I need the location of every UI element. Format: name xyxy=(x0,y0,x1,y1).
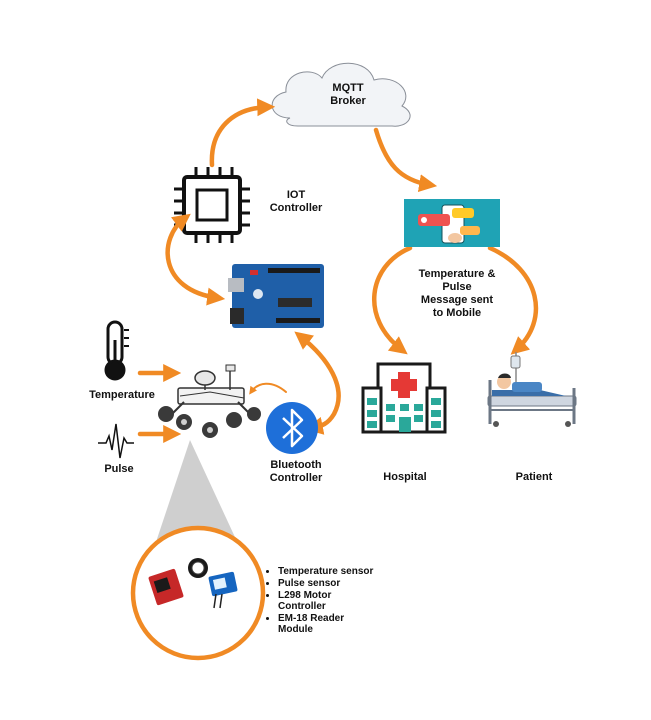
sensor-item: Temperature sensor xyxy=(278,566,378,577)
sensor-item: EM-18 Reader Module xyxy=(278,613,378,635)
sensor-modules-image xyxy=(130,525,266,661)
message-label: Temperature & Pulse Message sent to Mobi… xyxy=(418,268,496,319)
temperature-label: Temperature xyxy=(89,389,155,401)
pulse-label: Pulse xyxy=(104,463,134,475)
phone-notification-icon xyxy=(404,199,500,247)
sensor-item: Pulse sensor xyxy=(278,578,378,589)
flow-arrows xyxy=(137,98,539,443)
sensor-list: Temperature sensor Pulse sensor L298 Mot… xyxy=(266,566,378,636)
hospital-icon xyxy=(361,362,447,434)
thermometer-icon xyxy=(104,320,129,381)
patient-label: Patient xyxy=(515,471,553,483)
bluetooth-icon xyxy=(266,402,318,454)
chip-icon xyxy=(174,167,250,243)
arduino-board-icon xyxy=(228,264,324,328)
rover-robot-icon xyxy=(158,364,261,438)
cloud-icon xyxy=(271,62,411,127)
patient-bed-icon xyxy=(487,352,577,427)
hospital-label: Hospital xyxy=(383,471,427,483)
mqtt-broker-label: MQTT Broker xyxy=(330,82,366,107)
sensor-spotlight xyxy=(154,440,240,548)
bluetooth-controller-label: Bluetooth Controller xyxy=(269,459,323,484)
iot-controller-label: IOT Controller xyxy=(269,189,323,214)
pulse-wave-icon xyxy=(98,423,134,459)
sensor-item: L298 Motor Controller xyxy=(278,590,378,612)
